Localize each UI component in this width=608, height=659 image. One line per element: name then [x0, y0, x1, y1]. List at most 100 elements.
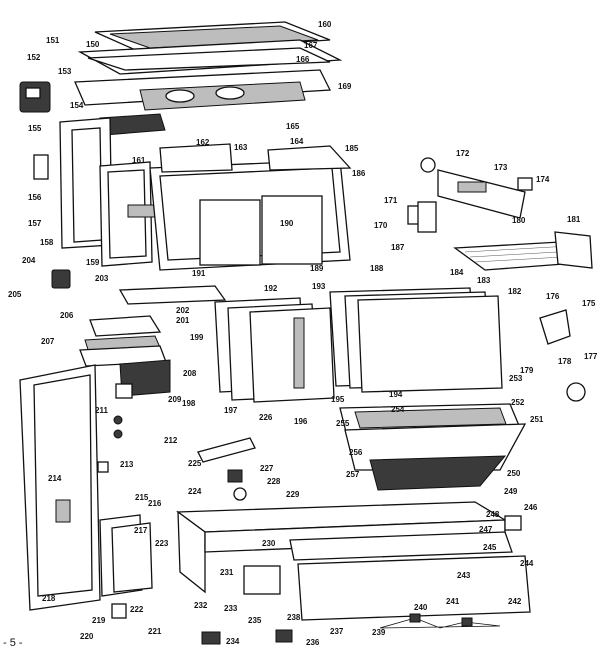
- cooktop-assembly: [74, 21, 343, 136]
- callout-label: 213: [120, 460, 134, 469]
- callout-label: 189: [310, 264, 324, 273]
- callout-label: 156: [28, 193, 42, 202]
- callout-label: 171: [384, 196, 398, 205]
- callout-label: 175: [582, 299, 596, 308]
- callout-label: 246: [524, 503, 538, 512]
- callout-label: 150: [86, 40, 100, 49]
- knob-part-204: [51, 269, 71, 289]
- callout-label: 161: [132, 156, 146, 165]
- callout-label: 203: [95, 274, 109, 283]
- callout-label: 163: [234, 143, 248, 152]
- control-panel: [420, 157, 533, 219]
- callout-label: 215: [135, 493, 149, 502]
- callout-label: 193: [312, 282, 326, 291]
- callout-label: 183: [477, 276, 491, 285]
- callout-label: 219: [92, 616, 106, 625]
- callout-label: 254: [391, 405, 405, 414]
- rack-part-192: [118, 285, 227, 305]
- callout-label: 250: [507, 469, 521, 478]
- callout-label: 199: [190, 333, 204, 342]
- callout-label: 251: [530, 415, 544, 424]
- callout-label: 194: [389, 390, 403, 399]
- callout-label: 244: [520, 559, 534, 568]
- callout-label: 249: [504, 487, 518, 496]
- callout-label: 240: [414, 603, 428, 612]
- callout-label: 165: [286, 122, 300, 131]
- callout-label: 187: [391, 243, 405, 252]
- callout-label: 155: [28, 124, 42, 133]
- knob-part-177: [566, 382, 586, 402]
- callout-label: 166: [296, 55, 310, 64]
- callout-label: 178: [558, 357, 572, 366]
- clip-part-234: [201, 631, 221, 645]
- callout-label: 238: [287, 613, 301, 622]
- broiler-assembly: [339, 403, 527, 491]
- callout-label: 209: [168, 395, 182, 404]
- callout-label: 170: [374, 221, 388, 230]
- tube-part-226: [197, 437, 256, 463]
- side-burner-parts: [55, 499, 153, 619]
- callout-label: 236: [306, 638, 320, 647]
- callout-label: 154: [70, 101, 84, 110]
- oven-rack: [453, 231, 593, 271]
- callout-label: 207: [41, 337, 55, 346]
- callout-label: 211: [95, 406, 108, 415]
- callout-label: 202: [176, 306, 190, 315]
- callout-label: 255: [336, 419, 350, 428]
- callout-label: 217: [134, 526, 148, 535]
- callout-label: 179: [520, 366, 534, 375]
- callout-label: 167: [304, 41, 318, 50]
- callout-label: 257: [346, 470, 360, 479]
- callout-label: 162: [196, 138, 210, 147]
- callout-label: 216: [148, 499, 162, 508]
- callout-label: 159: [86, 258, 100, 267]
- callout-label: 253: [509, 374, 523, 383]
- callout-label: 153: [58, 67, 72, 76]
- callout-label: 235: [248, 616, 262, 625]
- callout-label: 160: [318, 20, 332, 29]
- callout-label: 185: [345, 144, 359, 153]
- callout-label: 176: [546, 292, 560, 301]
- callout-label: 228: [267, 477, 281, 486]
- callout-label: 225: [188, 459, 202, 468]
- callout-label: 222: [130, 605, 144, 614]
- callout-label: 177: [584, 352, 598, 361]
- callout-label: 227: [260, 464, 274, 473]
- callout-label: 243: [457, 571, 471, 580]
- callout-label: 198: [182, 399, 196, 408]
- callout-label: 234: [226, 637, 240, 646]
- oven-liner: [149, 143, 352, 271]
- callout-label: 247: [479, 525, 493, 534]
- callout-label: 208: [183, 369, 197, 378]
- page-number: - 5 -: [3, 637, 23, 649]
- callout-label: 256: [349, 448, 363, 457]
- callout-label: 252: [511, 398, 525, 407]
- callout-label: 191: [192, 269, 206, 278]
- callout-label: 212: [164, 436, 178, 445]
- callout-label: 173: [494, 163, 508, 172]
- callout-label: 204: [22, 256, 36, 265]
- callout-label: 158: [40, 238, 54, 247]
- callout-label: 206: [60, 311, 74, 320]
- callout-label: 184: [450, 268, 464, 277]
- door-frame-parts: [329, 287, 503, 393]
- callout-label: 164: [290, 137, 304, 146]
- callout-label: 242: [508, 597, 522, 606]
- callout-label: 151: [46, 36, 60, 45]
- callout-label: 223: [155, 539, 169, 548]
- callout-label: 226: [259, 413, 273, 422]
- callout-label: 233: [224, 604, 238, 613]
- callout-label: 195: [331, 395, 345, 404]
- callout-label: 230: [262, 539, 276, 548]
- callout-label: 182: [508, 287, 522, 296]
- burner-pan-stack: [79, 315, 171, 399]
- callout-label: 231: [220, 568, 234, 577]
- bracket-part-152: [19, 81, 51, 113]
- callout-label: 241: [446, 597, 460, 606]
- callout-label: 201: [176, 316, 190, 325]
- callout-label: 152: [27, 53, 41, 62]
- callout-label: 196: [294, 417, 308, 426]
- oven-body-frame: [59, 117, 177, 267]
